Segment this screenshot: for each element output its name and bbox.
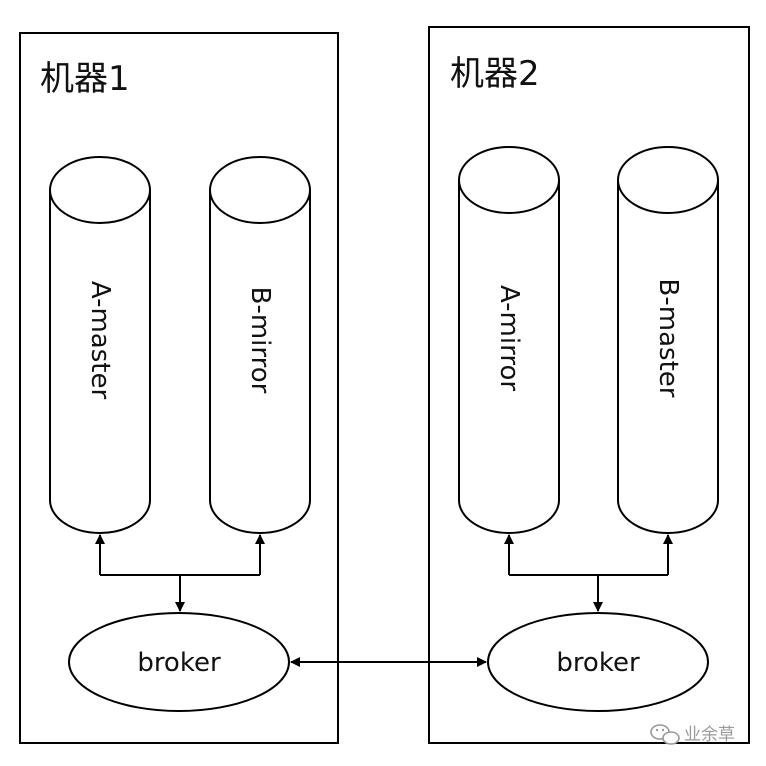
db-a-master-cylinder: A-master <box>49 156 151 534</box>
db-b-master-cylinder: B-master <box>617 146 719 534</box>
machine-2-title: 机器2 <box>450 54 540 94</box>
machine-1-title: 机器1 <box>40 59 130 99</box>
db-b-master-label: B-master <box>653 279 683 398</box>
watermark-text: 业余草 <box>684 725 735 745</box>
wechat-icon <box>650 724 680 745</box>
machine-1-box <box>19 32 339 744</box>
machine-1-group: 机器1 A-master B-mirror broker <box>19 32 339 744</box>
machine-2-connectors <box>504 534 673 612</box>
broker-2: broker <box>487 612 709 712</box>
db-b-mirror-label: B-mirror <box>245 287 275 394</box>
db-a-mirror-label: A-mirror <box>494 285 524 391</box>
db-a-mirror-cylinder: A-mirror <box>458 146 560 534</box>
watermark: 业余草 <box>650 724 735 745</box>
db-a-master-label: A-master <box>85 281 115 400</box>
machine-2-box <box>428 26 750 744</box>
machine-2-group: 机器2 A-mirror B-master broker <box>428 26 750 744</box>
broker-1-label: broker <box>137 648 221 678</box>
broker-2-label: broker <box>556 648 640 678</box>
machine-1-connectors <box>95 534 265 612</box>
db-b-mirror-cylinder: B-mirror <box>209 156 311 534</box>
broker-1: broker <box>68 612 290 712</box>
